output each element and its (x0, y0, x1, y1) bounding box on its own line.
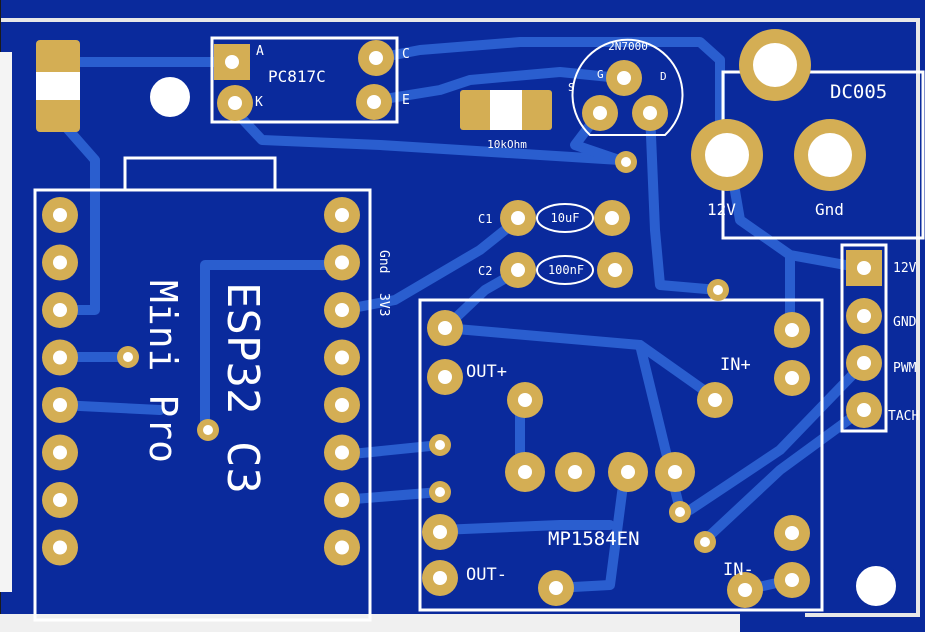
trace-buck-out-minus (435, 520, 615, 535)
fan-pin-tach: TACH (888, 409, 919, 424)
mcu-pin-hole (335, 350, 349, 365)
dc-jack-dc005: DC005 12V Gnd (691, 29, 887, 219)
dc-jack-gnd-label: Gnd (815, 200, 844, 219)
fan-pin-pwm: PWM (893, 361, 917, 376)
mcu-title: ESP32 C3 (217, 282, 268, 494)
trace-opto-e-to-gate (373, 67, 625, 105)
c2-value: 100nF (548, 263, 584, 277)
trace-gnd-to-mcu (200, 260, 347, 435)
mcu-pin-hole (53, 255, 67, 270)
mcu-3v3-label: 3V3 (376, 293, 391, 316)
mcu-pin-hole (53, 303, 67, 317)
fan-header-outline (840, 243, 888, 433)
mcu-pin-hole (53, 493, 67, 507)
buck-out-plus: OUT+ (466, 362, 507, 382)
mcu-pin-hole (335, 208, 349, 222)
buck-outline (418, 298, 824, 612)
mosfet-pin-d: D (660, 70, 667, 83)
mcu-pin-hole (53, 540, 67, 555)
opto-pin-a: A (256, 44, 264, 59)
mcu-pin-hole (335, 303, 349, 317)
dc-jack-12v-label: 12V (707, 200, 736, 219)
mcu-pin-hole (335, 493, 349, 507)
mounting-holes (146, 73, 900, 610)
opto-pin-c: C (402, 47, 410, 62)
trace-tach (700, 405, 867, 545)
mcu-pin-hole (335, 540, 349, 555)
c1-value: 10uF (551, 211, 580, 225)
c1-label: C1 (478, 212, 492, 226)
buck-label: MP1584EN (548, 528, 640, 550)
dc-jack-label: DC005 (830, 81, 887, 103)
fan-pin-gnd: GND (893, 315, 917, 330)
silkscreen (33, 36, 925, 622)
mosfet-pin-s: S (568, 81, 575, 94)
resistor-label: 220R (45, 81, 72, 94)
capacitor-c2: C2 100nF (478, 252, 633, 288)
trace-mosfet-drain (645, 107, 723, 295)
mcu-subtitle: Mini Pro (141, 280, 185, 463)
mosfet-outline (571, 38, 684, 136)
mcu-pin-hole (335, 255, 349, 270)
mounting-hole-icon (146, 73, 194, 121)
fan-header: 12V GND PWM TACH (846, 250, 919, 428)
mcu-pin-hole (335, 398, 349, 412)
buck-out-minus: OUT- (466, 565, 507, 585)
trace-220r-to-mcu (53, 113, 100, 315)
mcu-pin-hole (53, 445, 67, 460)
mosfet-label: 2N7000 (608, 40, 648, 53)
buck-in-minus: IN- (723, 560, 754, 580)
buck-converter-icon (117, 279, 810, 608)
c1-outline (536, 203, 594, 233)
c2-outline (536, 255, 594, 285)
mcu-gnd-label: Gnd (376, 250, 391, 273)
trace-pwm (685, 360, 867, 515)
optocoupler-pc817c: PC817C A K C E (214, 40, 410, 121)
resistor-value: 10kOhm (487, 138, 527, 151)
resistor-10k: R 10kOhm (460, 90, 552, 151)
left-strip (0, 52, 12, 592)
opto-pin-k: K (255, 95, 263, 110)
mcu-pin-hole (53, 350, 67, 365)
mcu-module (42, 197, 360, 566)
mosfet-pin-g: G (597, 68, 604, 81)
opto-pin-e: E (402, 93, 410, 108)
capacitor-c1: C1 10uF (478, 200, 630, 236)
c2-label: C2 (478, 264, 492, 278)
mcu-pin-hole (335, 445, 349, 460)
buck-in-plus: IN+ (720, 355, 751, 375)
resistor-letter: R (502, 104, 510, 118)
fan-pin-12v: 12V (893, 261, 917, 276)
mosfet-2n7000: 2N7000 S G D (568, 40, 668, 173)
board-edge (0, 18, 920, 617)
buck-converter: MP1584EN IN+ IN- OUT+ OUT- (117, 279, 810, 608)
mcu-pin-hole (53, 398, 67, 412)
mcu-usb-outline (123, 156, 277, 192)
mcu-pin-hole (53, 208, 67, 222)
mounting-hole-icon (852, 562, 900, 610)
opto-outline (210, 36, 399, 124)
opto-label: PC817C (268, 67, 326, 86)
resistor-220r: 220R (36, 40, 80, 132)
